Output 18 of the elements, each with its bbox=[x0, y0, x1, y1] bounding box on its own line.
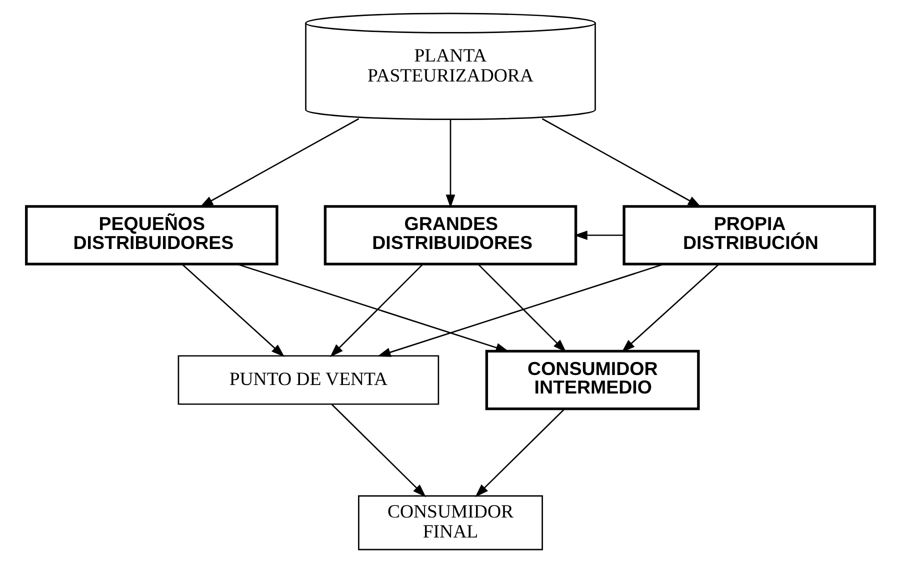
node-box: CONSUMIDOR INTERMEDIO bbox=[484, 350, 700, 410]
node-box: GRANDES DISTRIBUIDORES bbox=[323, 205, 577, 266]
node-box: PUNTO DE VENTA bbox=[177, 355, 439, 405]
arrow bbox=[376, 264, 664, 357]
arrow bbox=[199, 118, 359, 208]
arrow bbox=[621, 264, 719, 352]
arrow bbox=[477, 264, 566, 352]
arrow bbox=[181, 264, 284, 358]
arrow bbox=[330, 404, 426, 498]
arrow bbox=[573, 230, 624, 240]
node-box: PROPIA DISTRIBUCIÓN bbox=[622, 205, 876, 266]
node-box: PEQUEÑOS DISTRIBUIDORES bbox=[24, 205, 278, 266]
node-box: CONSUMIDOR FINAL bbox=[358, 495, 542, 550]
arrow bbox=[236, 264, 509, 352]
arrow bbox=[474, 408, 564, 498]
arrow bbox=[541, 118, 701, 208]
arrow bbox=[445, 119, 455, 208]
arrow bbox=[329, 264, 423, 358]
